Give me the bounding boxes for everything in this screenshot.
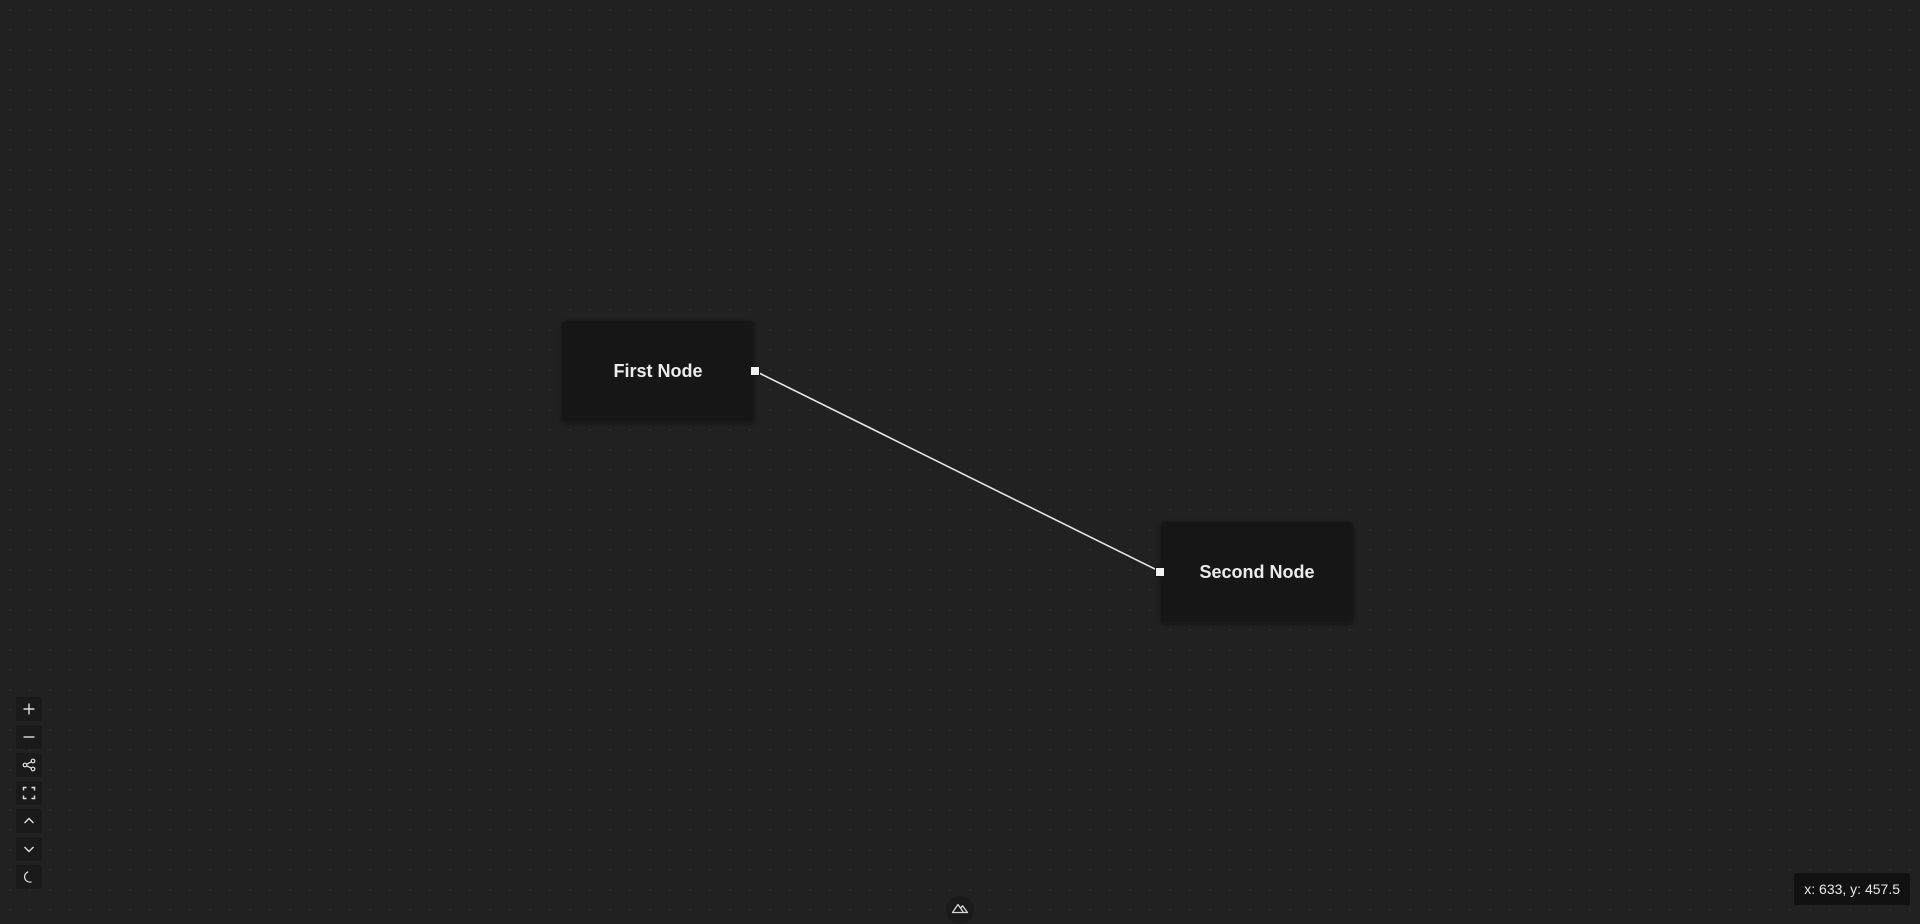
chevron-down-icon	[24, 846, 34, 853]
cursor-coordinates: x: 633, y: 457.5	[1794, 873, 1910, 905]
share-graph-icon	[22, 758, 36, 772]
source-handle[interactable]	[750, 366, 760, 376]
minus-icon	[23, 736, 35, 738]
zoom-in-button[interactable]	[16, 697, 42, 721]
moon-icon	[24, 871, 32, 883]
node-label: First Node	[613, 360, 703, 381]
canvas-controls	[16, 697, 42, 889]
move-up-button[interactable]	[16, 809, 42, 833]
node-second[interactable]: Second Node	[1155, 521, 1354, 623]
attribution-logo[interactable]	[946, 896, 974, 924]
plus-icon	[23, 703, 35, 715]
edge-first-to-second[interactable]	[752, 369, 1162, 573]
node-first[interactable]: First Node	[561, 320, 760, 422]
theme-toggle-button[interactable]	[16, 865, 42, 889]
chevron-up-icon	[24, 817, 34, 824]
fullscreen-icon	[22, 786, 36, 800]
zoom-out-button[interactable]	[16, 725, 42, 749]
fit-view-button[interactable]	[16, 753, 42, 777]
fullscreen-button[interactable]	[16, 781, 42, 805]
move-down-button[interactable]	[16, 837, 42, 861]
target-handle[interactable]	[1155, 567, 1165, 577]
mountain-logo-icon	[951, 903, 969, 914]
node-label: Second Node	[1199, 561, 1315, 582]
